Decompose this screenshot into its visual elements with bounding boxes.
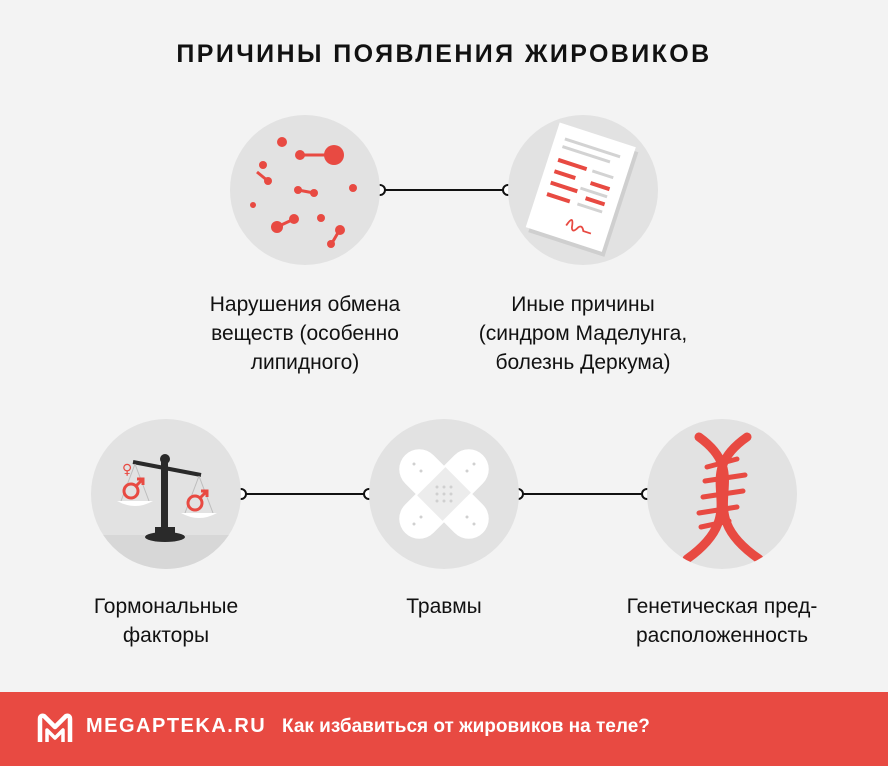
cause-other-circle bbox=[508, 115, 658, 265]
cause-hormonal-circle: ♀ bbox=[91, 419, 241, 569]
bandage-icon bbox=[399, 449, 489, 539]
cause-trauma-label: Травмы bbox=[406, 595, 482, 618]
cause-genetic-label: Генетическая пред- расположенность bbox=[626, 595, 818, 647]
cause-metabolism-label: Нарушения обмена веществ (особенно липид… bbox=[209, 293, 401, 374]
footer-bar: MEGAPTEKA.RU Как избавиться от жировиков… bbox=[0, 692, 888, 766]
cause-genetic-circle bbox=[647, 419, 797, 569]
brand-name[interactable]: MEGAPTEKA.RU bbox=[86, 715, 267, 737]
molecules-icon bbox=[250, 137, 357, 248]
cause-trauma-circle bbox=[369, 419, 519, 569]
scales-icon: ♀ bbox=[91, 454, 241, 569]
cause-hormonal-label: Гормональные факторы bbox=[93, 595, 239, 647]
dna-icon bbox=[682, 432, 764, 564]
svg-text:♀: ♀ bbox=[122, 462, 132, 478]
page-title: ПРИЧИНЫ ПОЯВЛЕНИЯ ЖИРОВИКОВ bbox=[176, 40, 712, 68]
document-icon bbox=[525, 122, 639, 257]
megapteka-logo-icon bbox=[37, 713, 73, 742]
cause-other-label: Иные причины (синдром Маделунга, болезнь… bbox=[478, 293, 688, 374]
article-link[interactable]: Как избавиться от жировиков на теле? bbox=[282, 716, 650, 737]
cause-metabolism-circle bbox=[230, 115, 380, 265]
